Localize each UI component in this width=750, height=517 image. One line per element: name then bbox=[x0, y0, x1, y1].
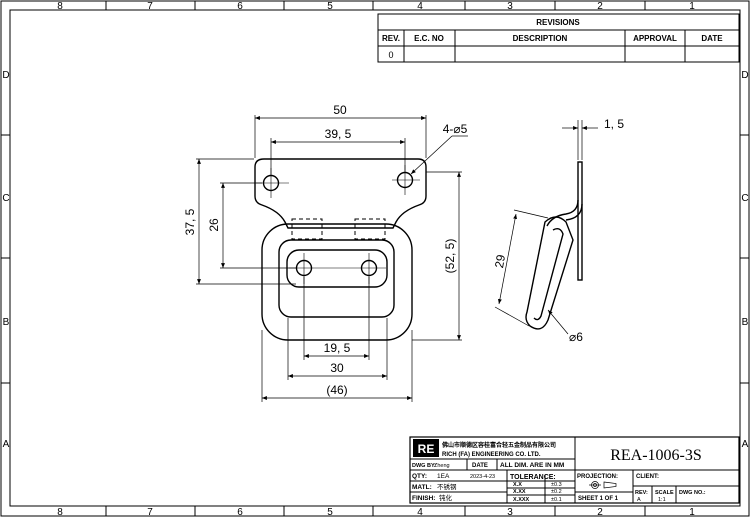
row-label: B bbox=[742, 317, 749, 328]
dim-loop-outer-width: (46) bbox=[326, 383, 347, 397]
description-header: DESCRIPTION bbox=[513, 34, 568, 43]
mounting-plate bbox=[254, 158, 427, 229]
rev-value: A bbox=[637, 497, 641, 503]
col-label: 3 bbox=[507, 507, 513, 517]
dim-side-diameter: ⌀6 bbox=[569, 330, 583, 344]
dim-loop-inner-width: 30 bbox=[330, 361, 344, 375]
finish-value: 钝化 bbox=[439, 493, 453, 502]
rev-label: REV: bbox=[635, 490, 648, 496]
scale-value: 1:1 bbox=[658, 497, 666, 503]
row-label: A bbox=[3, 439, 10, 450]
side-ring-inner bbox=[533, 227, 564, 321]
sheet-label: SHEET 1 OF 1 bbox=[578, 496, 619, 502]
hinge-curl-inner bbox=[565, 203, 583, 221]
drawing-number: REA-1006-3S bbox=[610, 447, 702, 464]
hinge-tab-hidden bbox=[291, 218, 323, 240]
projection-label: PROJECTION: bbox=[577, 474, 618, 480]
date-value: 2023-4-23 bbox=[470, 474, 495, 480]
side-dimension-labels: 1, 5 29 ⌀6 bbox=[492, 117, 624, 344]
hinge-tab-hidden bbox=[354, 218, 386, 240]
dim-total-height: 37, 5 bbox=[183, 208, 197, 235]
qty-label: QTY: bbox=[412, 473, 427, 480]
col-label: 3 bbox=[507, 1, 513, 12]
row-label: C bbox=[741, 193, 748, 204]
col-label: 5 bbox=[327, 507, 333, 517]
row-label: D bbox=[741, 70, 748, 81]
dwg-by-value: Zheng bbox=[434, 463, 450, 469]
revisions-table: REVISIONS REV. E.C. NO DESCRIPTION APPRO… bbox=[377, 13, 740, 63]
row-label: B bbox=[3, 317, 10, 328]
tol-fmt-1: X.X bbox=[513, 482, 522, 488]
projection-symbol-icon bbox=[589, 481, 617, 489]
client-label: CLIENT: bbox=[636, 474, 659, 480]
col-label: 4 bbox=[417, 1, 423, 12]
dwg-no-label: DWG NO.: bbox=[679, 490, 706, 496]
company-logo: RE bbox=[418, 442, 435, 456]
col-label: 4 bbox=[417, 507, 423, 517]
front-dimension-labels: 50 39, 5 4-⌀5 37, 5 26 (52, 5) 19, 5 30 … bbox=[183, 103, 468, 397]
col-label: 7 bbox=[147, 1, 153, 12]
rev-value: 0 bbox=[388, 50, 393, 60]
tol-fmt-3: X.XXX bbox=[513, 497, 530, 503]
dim-side-length: 29 bbox=[492, 253, 508, 269]
col-label: 2 bbox=[597, 1, 603, 12]
matl-label: MATL: bbox=[412, 484, 432, 491]
company-name-en: RICH (FA) ENGINEERING CO. LTD. bbox=[442, 452, 541, 458]
hinge-curl bbox=[546, 199, 579, 227]
dim-holes-callout: 4-⌀5 bbox=[443, 122, 468, 136]
col-label: 1 bbox=[689, 507, 695, 517]
rev-header: REV. bbox=[382, 34, 400, 43]
approval-header: APPROVAL bbox=[633, 34, 677, 43]
matl-value: 不锈钢 bbox=[437, 482, 457, 491]
front-view bbox=[254, 158, 427, 341]
col-label: 1 bbox=[689, 1, 695, 12]
scale-label: SCALE bbox=[655, 490, 674, 496]
units-note: ALL DIM. ARE IN MM bbox=[500, 462, 564, 469]
tol-fmt-2: X.XX bbox=[513, 489, 526, 495]
dwg-by-label: DWG BY: bbox=[412, 463, 436, 469]
loop-outer bbox=[261, 223, 413, 341]
dim-loop-height: (52, 5) bbox=[443, 239, 457, 274]
side-plate bbox=[577, 161, 583, 281]
side-ring bbox=[525, 216, 574, 330]
row-label: D bbox=[2, 70, 9, 81]
tolerance-label: TOLERANCE: bbox=[510, 474, 556, 481]
tol-val-3: ±0.1 bbox=[551, 497, 562, 503]
col-label: 2 bbox=[597, 507, 603, 517]
title-block: RE 佛山市顺德区容桂富合轻五金制品有限公司 RICH (FA) ENGINEE… bbox=[409, 436, 740, 504]
company-name-cn: 佛山市顺德区容桂富合轻五金制品有限公司 bbox=[441, 441, 556, 449]
dim-thickness: 1, 5 bbox=[604, 117, 624, 131]
col-label: 7 bbox=[147, 507, 153, 517]
row-label: A bbox=[742, 439, 749, 450]
tol-val-2: ±0.2 bbox=[551, 489, 562, 495]
date-header: DATE bbox=[701, 34, 723, 43]
tol-val-1: ±0.3 bbox=[551, 482, 562, 488]
col-label: 6 bbox=[237, 1, 243, 12]
front-dimensions bbox=[196, 115, 468, 402]
col-label: 8 bbox=[57, 1, 63, 12]
loop-inner bbox=[278, 239, 395, 318]
revisions-title: REVISIONS bbox=[536, 18, 580, 27]
qty-value: 1EA bbox=[437, 473, 450, 480]
col-label: 8 bbox=[57, 507, 63, 517]
row-label: C bbox=[2, 193, 9, 204]
col-label: 6 bbox=[237, 507, 243, 517]
dim-overall-width: 50 bbox=[333, 103, 347, 117]
dim-inner-height: 26 bbox=[207, 218, 221, 232]
col-label: 5 bbox=[327, 1, 333, 12]
dim-hole-spacing-bottom: 19, 5 bbox=[324, 341, 351, 355]
dim-hole-spacing-top: 39, 5 bbox=[325, 127, 352, 141]
side-dimensions bbox=[494, 120, 598, 335]
inner-plate bbox=[286, 249, 388, 288]
ecno-header: E.C. NO bbox=[414, 34, 444, 43]
company-logo-box bbox=[413, 439, 439, 457]
side-view bbox=[525, 161, 583, 330]
finish-label: FINISH: bbox=[412, 495, 435, 502]
date-label: DATE bbox=[472, 463, 488, 469]
